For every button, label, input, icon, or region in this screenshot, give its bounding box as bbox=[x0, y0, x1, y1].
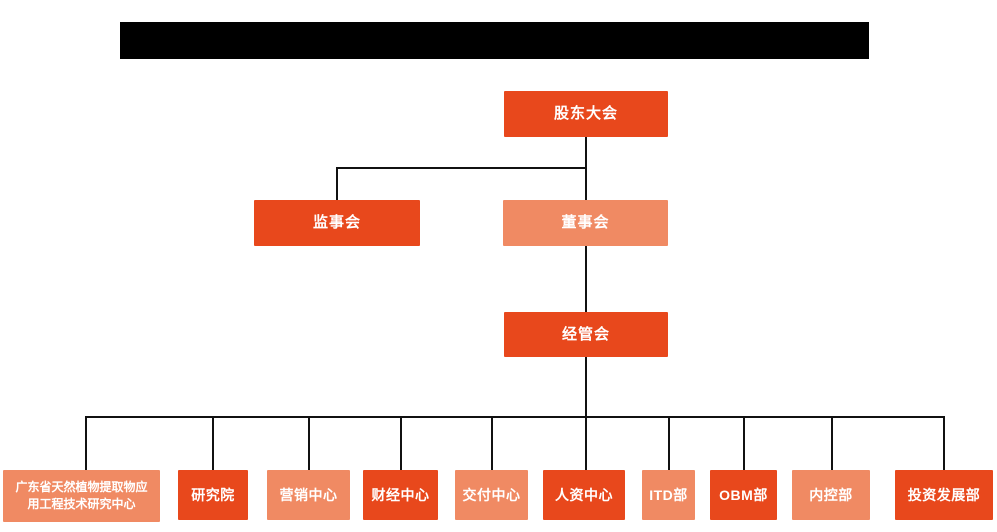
connector-management-trunk bbox=[585, 357, 587, 470]
connector-drop-delivery bbox=[491, 416, 493, 470]
node-management-committee: 经管会 bbox=[504, 312, 668, 357]
node-shareholders-meeting: 股东大会 bbox=[504, 91, 668, 137]
connector-department-bus bbox=[85, 416, 945, 418]
node-dept-research-institute: 研究院 bbox=[178, 470, 248, 520]
connector-drop-internal-control bbox=[831, 416, 833, 470]
node-board-of-directors: 董事会 bbox=[503, 200, 668, 246]
node-dept-delivery-center: 交付中心 bbox=[455, 470, 528, 520]
node-dept-research-center: 广东省天然植物提取物应用工程技术研究中心 bbox=[3, 470, 160, 522]
connector-drop-research-center bbox=[85, 416, 87, 470]
node-dept-itd: ITD部 bbox=[642, 470, 695, 520]
node-dept-hr-center: 人资中心 bbox=[543, 470, 625, 520]
connector-drop-investment bbox=[943, 416, 945, 470]
connector-drop-obm bbox=[743, 416, 745, 470]
node-dept-investment-development: 投资发展部 bbox=[895, 470, 993, 520]
node-dept-marketing-center: 营销中心 bbox=[267, 470, 350, 520]
node-dept-internal-control: 内控部 bbox=[792, 470, 870, 520]
connector-drop-research-institute bbox=[212, 416, 214, 470]
node-dept-finance-center: 财经中心 bbox=[363, 470, 438, 520]
connector-drop-finance bbox=[400, 416, 402, 470]
connector-branch-supervisory bbox=[336, 167, 587, 169]
connector-board-management bbox=[585, 246, 587, 312]
node-supervisory-board: 监事会 bbox=[254, 200, 420, 246]
connector-drop-itd bbox=[668, 416, 670, 470]
connector-drop-supervisory bbox=[336, 167, 338, 200]
redacted-title-bar bbox=[120, 22, 869, 59]
node-dept-obm: OBM部 bbox=[710, 470, 777, 520]
connector-drop-marketing bbox=[308, 416, 310, 470]
